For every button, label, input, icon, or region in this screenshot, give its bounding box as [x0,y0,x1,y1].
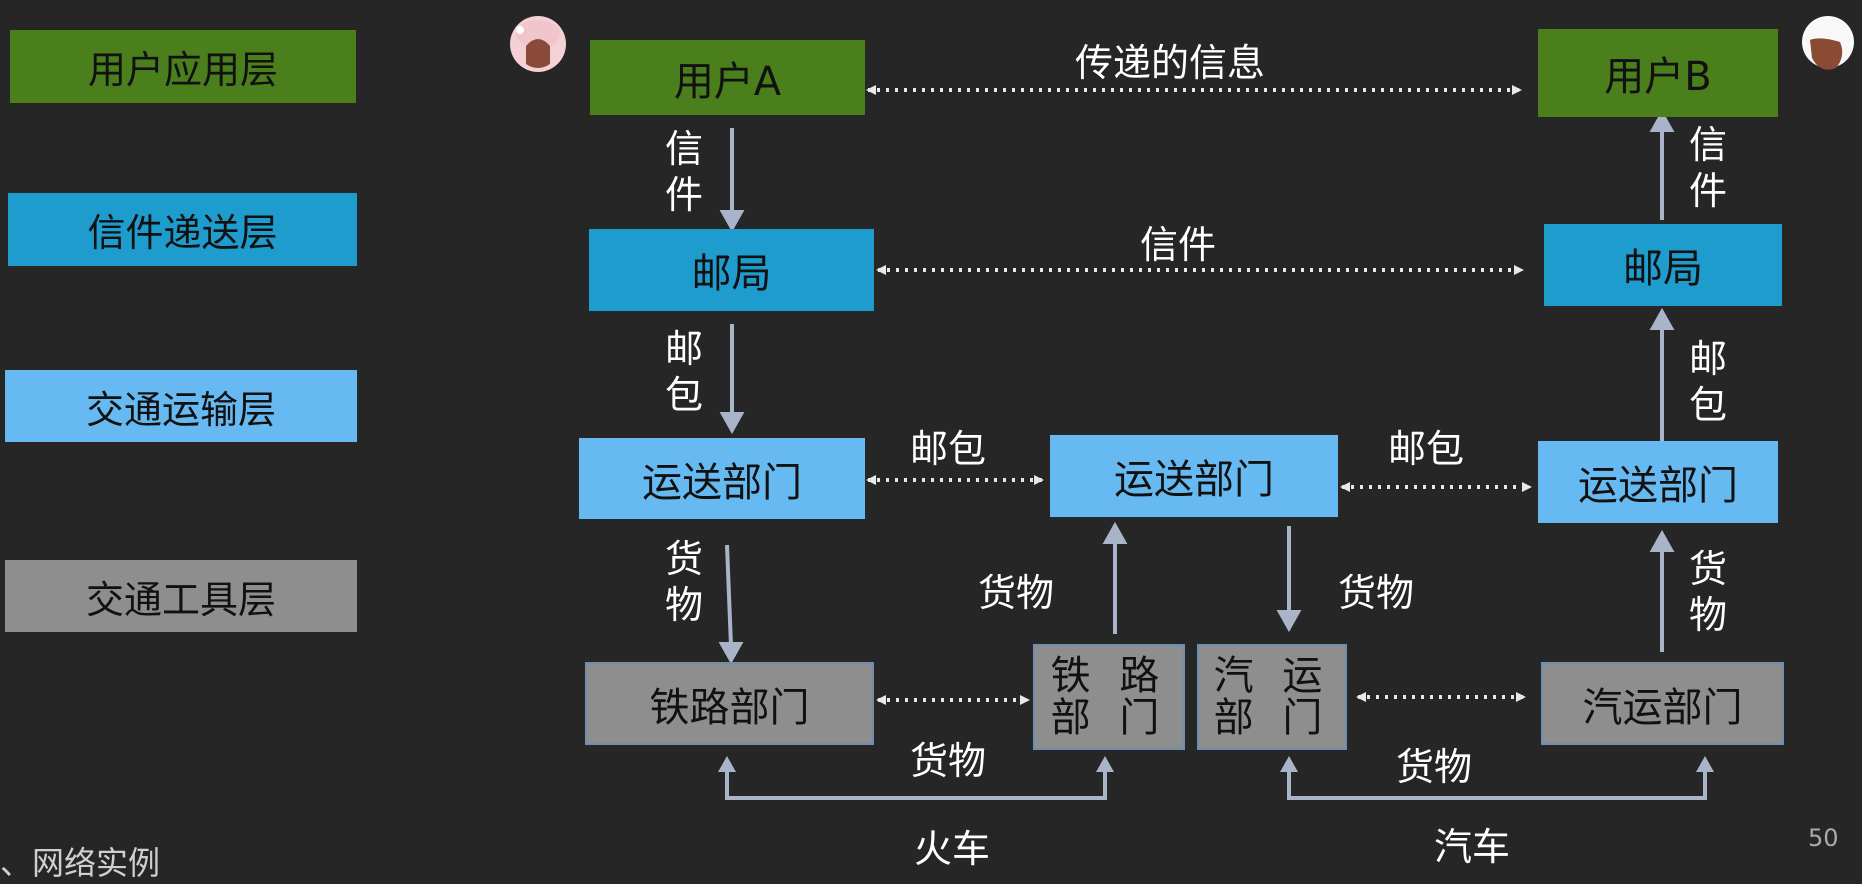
label-bag-up: 邮包 [1688,337,1727,427]
layer-app-label: 用户应用层 [10,30,356,103]
node-dept-right: 运送部门 [1538,441,1778,523]
label-goods-up-mid: 货物 [978,571,1055,615]
node-rail-left: 铁路部门 [585,662,874,745]
label-letter-down: 信件 [664,127,703,217]
layer-transport-label: 交通运输层 [5,370,357,442]
label-train: 火车 [914,827,991,871]
label-goods-bus: 货物 [1396,745,1473,789]
label-bag-right: 邮包 [1388,427,1465,471]
connector-train [725,770,1107,800]
node-bus-right: 汽运部门 [1541,662,1784,745]
node-user-b: 用户B [1538,29,1778,117]
footer-title: 、网络实例 [0,844,161,882]
arrow-dept-down [725,544,733,647]
woman-avatar-icon [510,16,566,72]
label-bag-left: 邮包 [910,427,987,471]
label-letter-top: 信件 [1140,223,1217,267]
label-info: 传递的信息 [1075,41,1266,85]
label-letter-up: 信件 [1688,123,1727,213]
node-dept-left: 运送部门 [579,438,865,519]
label-goods-down-mid: 货物 [1338,571,1415,615]
label-car: 汽车 [1434,825,1511,869]
node-user-a: 用户A [590,40,865,115]
label-goods-down-left: 货物 [664,537,703,627]
label-goods-rail: 货物 [910,739,987,783]
node-bus-mid: 汽 运部 门 [1197,644,1347,750]
layer-vehicle-label: 交通工具层 [5,560,357,632]
node-rail-mid: 铁 路部 门 [1033,644,1185,750]
layer-mail-label: 信件递送层 [8,193,357,266]
man-avatar-icon [1802,16,1854,70]
label-bag-down: 邮包 [664,327,703,417]
node-post-right: 邮局 [1544,224,1782,306]
node-dept-mid: 运送部门 [1050,435,1338,517]
page-number: 50 [1808,824,1839,852]
node-post-left: 邮局 [589,229,874,311]
label-goods-up-right: 货物 [1688,547,1727,637]
connector-car [1287,770,1707,800]
